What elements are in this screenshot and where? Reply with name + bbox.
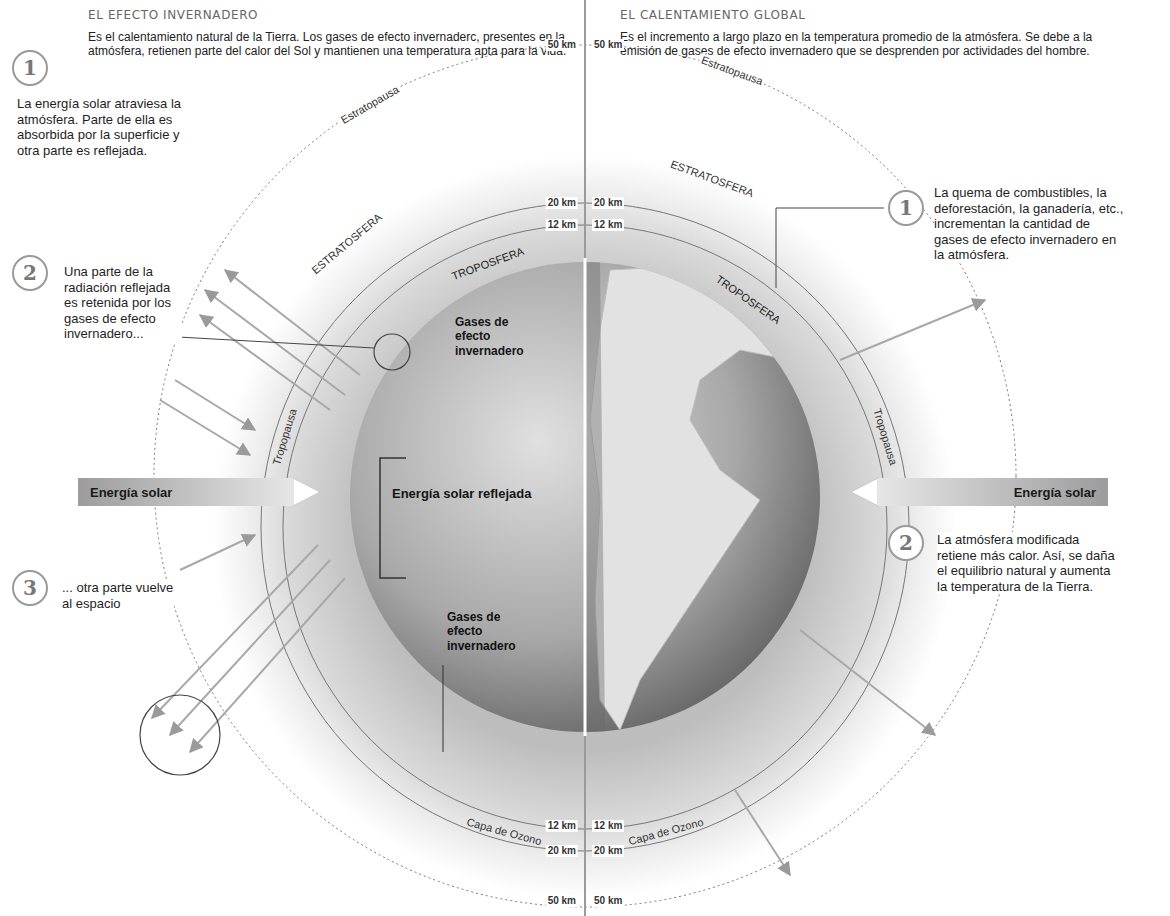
callout-text: ... otra parte vuelve al espacio xyxy=(62,580,174,611)
altitude-label: 20 km xyxy=(592,197,624,209)
altitude-label: 20 km xyxy=(592,845,624,857)
altitude-label: 12 km xyxy=(546,820,578,832)
reflected-ray xyxy=(225,270,360,375)
energy-label: Energía solar xyxy=(1014,485,1096,500)
altitude-label: 20 km xyxy=(546,197,578,209)
leader-line xyxy=(178,337,374,348)
globe-split xyxy=(584,258,587,736)
earth-shadow xyxy=(585,262,605,732)
layer-label: Estratopausa xyxy=(337,82,403,128)
section-heading: EL CALENTAMIENTO GLOBAL xyxy=(620,8,806,22)
altitude-label: 12 km xyxy=(592,219,624,231)
escaping-ray xyxy=(190,578,345,752)
altitude-label: 50 km xyxy=(592,39,624,51)
altitude-label: 50 km xyxy=(546,895,578,907)
section-heading: EL EFECTO INVERNADERO xyxy=(88,8,258,22)
leader-line xyxy=(443,665,444,752)
callout-number: 1 xyxy=(890,192,922,224)
callout-circle: 1La energía solar atraviesa la atmósfera… xyxy=(12,50,48,86)
callout-text: La quema de combustibles, la deforestaci… xyxy=(934,185,1124,263)
energy-label: Energía solar xyxy=(90,485,172,500)
section-description: Es el incremento a largo plazo en la tem… xyxy=(620,30,1135,59)
callout-number: 1 xyxy=(14,52,46,84)
layer-label: Estratopausa xyxy=(697,53,766,89)
altitude-label: 12 km xyxy=(592,820,624,832)
panel-divider xyxy=(584,0,586,916)
incoming-ray xyxy=(175,380,255,430)
bracket xyxy=(380,458,406,578)
callout-number: 2 xyxy=(890,527,922,559)
callout-text: Una parte de la radiación reflejada es r… xyxy=(64,264,182,342)
escaping-ray xyxy=(170,560,330,735)
highlight-circle xyxy=(140,695,220,775)
energy-arrowhead xyxy=(851,478,878,506)
altitude-label: 50 km xyxy=(592,895,624,907)
escaping-ray xyxy=(840,300,985,360)
leader-line xyxy=(776,208,884,288)
callout-circle: 2Una parte de la radiación reflejada es … xyxy=(12,255,48,291)
energy-arrow: Energía solar xyxy=(78,478,293,506)
continent-shape xyxy=(590,265,800,730)
callout-number: 2 xyxy=(14,257,46,289)
callout-text: La atmósfera modificada retiene más calo… xyxy=(937,532,1115,594)
escaping-ray xyxy=(735,790,790,875)
energy-arrowhead xyxy=(293,478,320,506)
gas-label: Gases de efecto invernadero xyxy=(447,610,519,653)
reflected-energy-label: Energía solar reflejada xyxy=(392,486,531,502)
incoming-ray xyxy=(160,400,250,455)
altitude-label: 12 km xyxy=(546,219,578,231)
callout-text: La energía solar atraviesa la atmósfera.… xyxy=(17,96,202,158)
altitude-label: 50 km xyxy=(546,39,578,51)
callout-number: 3 xyxy=(14,572,46,604)
highlight-circle xyxy=(374,334,410,370)
reflected-ray xyxy=(200,315,330,410)
callout-circle: 2La atmósfera modificada retiene más cal… xyxy=(888,525,924,561)
gas-label: Gases de efecto invernadero xyxy=(455,315,527,358)
callout-circle: 3... otra parte vuelve al espacio xyxy=(12,570,48,606)
escaping-ray xyxy=(800,630,935,735)
energy-arrow: Energía solar xyxy=(878,478,1108,506)
incoming-ray xyxy=(180,535,255,570)
callout-circle: 1La quema de combustibles, la deforestac… xyxy=(888,190,924,226)
section-description: Es el calentamiento natural de la Tierra… xyxy=(88,30,573,59)
altitude-label: 20 km xyxy=(546,845,578,857)
escaping-ray xyxy=(152,545,318,718)
